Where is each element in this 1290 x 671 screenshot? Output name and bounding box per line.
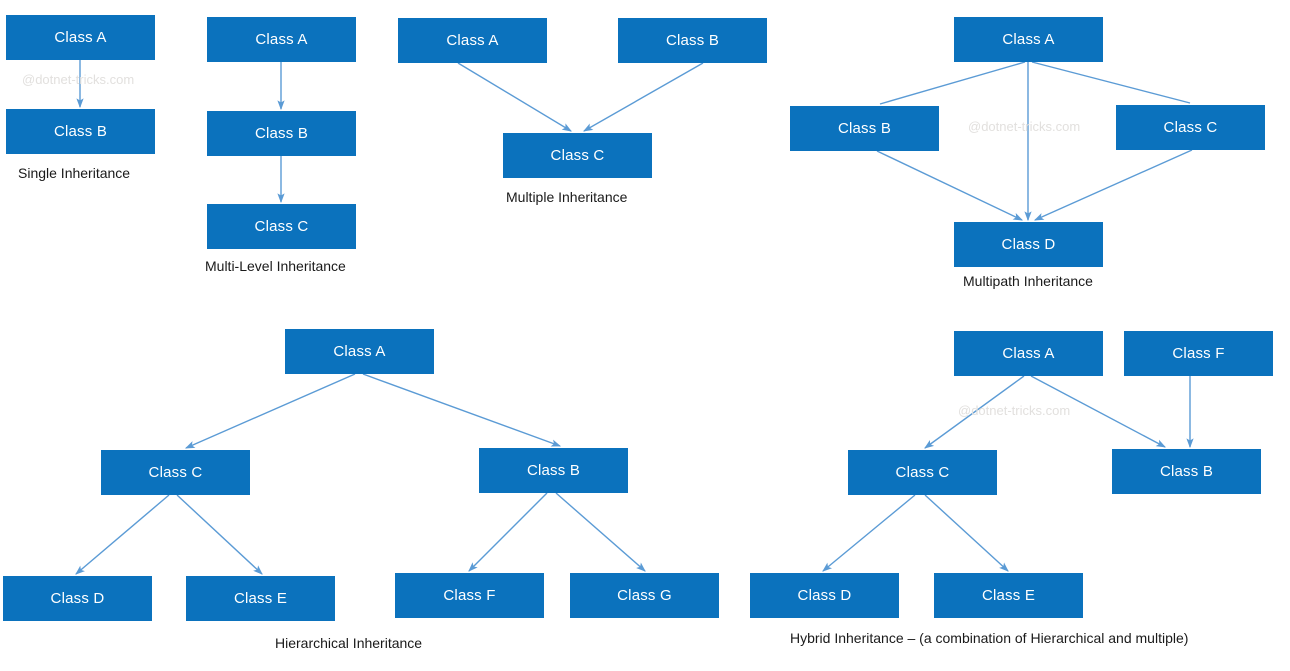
diagram-caption-hierarchical-inheritance: Hierarchical Inheritance (275, 635, 423, 651)
class-node-single-inheritance-b[interactable]: Class B (6, 109, 155, 154)
class-node-label: Class A (333, 343, 386, 360)
class-node-label: Class A (1002, 345, 1055, 362)
edge-hierarchical-inheritance-a-to-b (362, 373, 562, 447)
class-node-label: Class A (54, 29, 107, 46)
edge-hierarchical-inheritance-b-to-f (468, 492, 548, 572)
edge-hierarchical-inheritance-c-to-e (176, 494, 263, 575)
class-node-hierarchical-inheritance-g[interactable]: Class G (570, 573, 719, 618)
class-node-label: Class B (254, 125, 309, 142)
class-node-multipath-inheritance-a[interactable]: Class A (954, 17, 1103, 62)
class-node-hierarchical-inheritance-f[interactable]: Class F (395, 573, 544, 618)
class-node-hybrid-inheritance-d[interactable]: Class D (750, 573, 899, 618)
class-node-label: Class D (797, 587, 852, 604)
class-node-label: Class B (526, 462, 581, 479)
edge-hybrid-inheritance-a-to-b (1030, 375, 1166, 448)
watermark-text: @dotnet-tricks.com (22, 72, 135, 87)
class-node-multi-level-inheritance-a[interactable]: Class A (207, 17, 356, 62)
class-node-label: Class B (665, 32, 720, 49)
class-node-hierarchical-inheritance-a[interactable]: Class A (285, 329, 434, 374)
class-node-hybrid-inheritance-c[interactable]: Class C (848, 450, 997, 495)
class-node-hybrid-inheritance-a[interactable]: Class A (954, 331, 1103, 376)
class-node-hybrid-inheritance-e[interactable]: Class E (934, 573, 1083, 618)
edge-multipath-inheritance-a-to-b (879, 61, 1026, 105)
diagram-caption-single-inheritance: Single Inheritance (18, 165, 131, 181)
edge-hybrid-inheritance-c-to-e (924, 494, 1009, 572)
class-node-label: Class C (1163, 119, 1218, 136)
class-node-hybrid-inheritance-f[interactable]: Class F (1124, 331, 1273, 376)
diagram-caption-multi-level-inheritance: Multi-Level Inheritance (205, 258, 346, 274)
class-node-label: Class A (446, 32, 499, 49)
edge-multiple-inheritance-b-to-c (583, 62, 704, 132)
class-node-multipath-inheritance-b[interactable]: Class B (790, 106, 939, 151)
class-node-label: Class E (981, 587, 1036, 604)
edge-multiple-inheritance-a-to-c (457, 62, 572, 132)
class-node-single-inheritance-a[interactable]: Class A (6, 15, 155, 60)
watermark-text: @dotnet-tricks.com (958, 403, 1071, 418)
class-node-label: Class F (443, 587, 496, 604)
class-node-label: Class A (255, 31, 308, 48)
class-node-label: Class B (837, 120, 892, 137)
class-node-hierarchical-inheritance-e[interactable]: Class E (186, 576, 335, 621)
edge-multipath-inheritance-c-to-d (1033, 149, 1193, 221)
class-node-hierarchical-inheritance-b[interactable]: Class B (479, 448, 628, 493)
class-node-label: Class B (1159, 463, 1214, 480)
edge-hierarchical-inheritance-a-to-c (184, 373, 356, 449)
edge-multipath-inheritance-b-to-d (876, 150, 1024, 221)
class-node-label: Class C (895, 464, 950, 481)
class-node-multi-level-inheritance-b[interactable]: Class B (207, 111, 356, 156)
class-node-hierarchical-inheritance-d[interactable]: Class D (3, 576, 152, 621)
class-node-multipath-inheritance-c[interactable]: Class C (1116, 105, 1265, 150)
class-node-label: Class E (233, 590, 288, 607)
class-node-label: Class G (617, 587, 672, 604)
class-node-multiple-inheritance-a[interactable]: Class A (398, 18, 547, 63)
class-node-label: Class C (148, 464, 203, 481)
class-node-multiple-inheritance-c[interactable]: Class C (503, 133, 652, 178)
class-node-label: Class C (550, 147, 605, 164)
edge-multipath-inheritance-a-to-c (1031, 61, 1191, 104)
class-node-label: Class C (254, 218, 309, 235)
class-node-label: Class D (50, 590, 105, 607)
class-node-multipath-inheritance-d[interactable]: Class D (954, 222, 1103, 267)
edge-hierarchical-inheritance-c-to-d (75, 494, 170, 575)
edge-hybrid-inheritance-c-to-d (822, 494, 916, 572)
diagram-caption-multiple-inheritance: Multiple Inheritance (506, 189, 628, 205)
class-node-hierarchical-inheritance-c[interactable]: Class C (101, 450, 250, 495)
class-node-label: Class F (1172, 345, 1225, 362)
watermark-text: @dotnet-tricks.com (968, 119, 1081, 134)
class-node-label: Class A (1002, 31, 1055, 48)
class-node-label: Class D (1001, 236, 1056, 253)
class-node-label: Class B (53, 123, 108, 140)
class-node-multiple-inheritance-b[interactable]: Class B (618, 18, 767, 63)
diagram-caption-multipath-inheritance: Multipath Inheritance (963, 273, 1093, 289)
edge-hybrid-inheritance-a-to-c (924, 375, 1025, 449)
diagram-caption-hybrid-inheritance: Hybrid Inheritance – (a combination of H… (790, 630, 1189, 646)
class-node-hybrid-inheritance-b[interactable]: Class B (1112, 449, 1261, 494)
edge-hierarchical-inheritance-b-to-g (555, 492, 646, 572)
class-node-multi-level-inheritance-c[interactable]: Class C (207, 204, 356, 249)
